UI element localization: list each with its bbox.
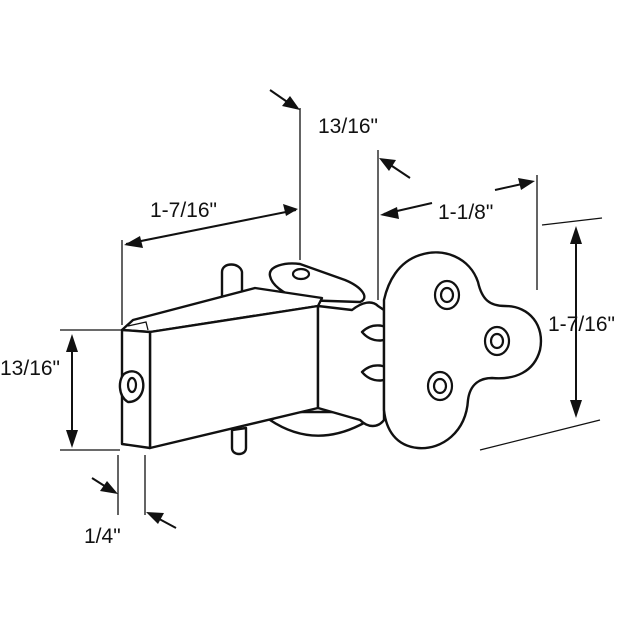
plate-width-label: 1-1/8" <box>438 201 494 224</box>
extension-lines <box>60 108 603 515</box>
dimension-arrows <box>66 89 582 529</box>
plate-height-label: 1-7/16" <box>548 313 615 336</box>
body-length-label: 1-7/16" <box>150 199 217 222</box>
body-depth-label: 1/4" <box>84 525 121 548</box>
top-gap-label: 13/16" <box>318 115 379 138</box>
body-height-label: 13/16" <box>0 357 61 380</box>
hinge-part <box>118 251 543 456</box>
